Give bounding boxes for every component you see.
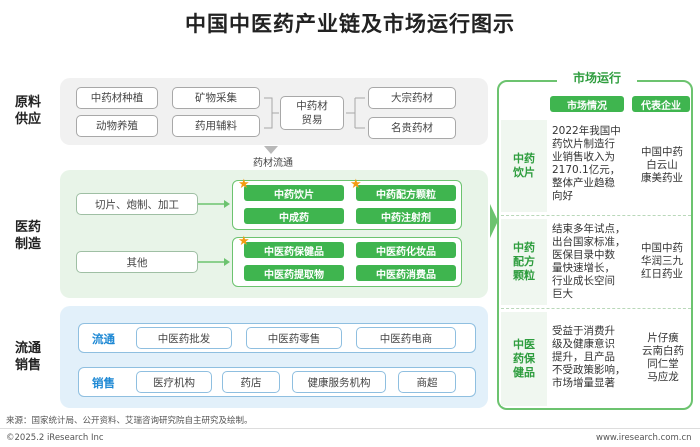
market-row-bg bbox=[501, 312, 547, 406]
category-health-supplements: 中医 药保 健品 bbox=[513, 338, 535, 379]
market-row-bg bbox=[501, 120, 547, 212]
category-decoction-pieces: 中药 饮片 bbox=[513, 152, 535, 179]
page-title: 中国中医药产业链及市场运行图示 bbox=[185, 12, 515, 36]
situation-decoction-pieces: 2022年我国中 药饮片制造行 业销售收入为 2170.1亿元， 整体产业趋稳 … bbox=[552, 125, 621, 202]
row-divider bbox=[501, 215, 691, 216]
product-tcm-formula-granules: 中药配方颗粒 bbox=[356, 185, 456, 201]
mfg-arrows bbox=[198, 200, 230, 266]
raw-item-bulk-herbs: 大宗药材 bbox=[368, 87, 456, 109]
other-box: 其他 bbox=[76, 251, 198, 273]
channel-pharmacy: 药店 bbox=[222, 371, 280, 393]
row-label-raw-supply: 原料 供应 bbox=[14, 95, 41, 127]
market-row-bg bbox=[501, 219, 547, 305]
circulation-label: 流通 bbox=[92, 332, 115, 346]
situation-health-supplements: 受益于消费升 级及健康意识 提升，且产品 不受政策影响， 市场增量显著 bbox=[552, 325, 626, 389]
channel-tcm-ecommerce: 中医药电商 bbox=[356, 327, 456, 349]
product-tcm-health-supplements: 中医药保健品 bbox=[244, 242, 344, 258]
star-icon: ★ bbox=[238, 234, 250, 249]
raw-item-mineral-collection: 矿物采集 bbox=[172, 87, 260, 109]
channel-tcm-wholesale: 中医药批发 bbox=[136, 327, 232, 349]
companies-formula-granules: 中国中药 华润三九 红日药业 bbox=[641, 242, 683, 280]
product-chinese-patent-medicine: 中成药 bbox=[244, 208, 344, 224]
situation-formula-granules: 结束多年试点， 出台国家标准， 医保目录中数 量快速增长， 行业成长空间 巨大 bbox=[552, 223, 626, 300]
star-icon: ★ bbox=[238, 177, 250, 192]
raw-item-precious-herbs: 名贵药材 bbox=[368, 117, 456, 139]
website-link[interactable]: www.iresearch.com.cn bbox=[596, 433, 692, 443]
left-bracket bbox=[264, 97, 279, 129]
channel-medical-institutions: 医疗机构 bbox=[136, 371, 212, 393]
copyright: ©2025.2 iResearch Inc bbox=[6, 433, 104, 443]
channel-health-services: 健康服务机构 bbox=[292, 371, 386, 393]
footer-divider bbox=[0, 428, 700, 429]
channel-supermarket: 商超 bbox=[398, 371, 456, 393]
right-bracket bbox=[346, 97, 365, 129]
processing-box: 切片、炮制、加工 bbox=[76, 193, 198, 215]
herb-trade-box: 中药材 贸易 bbox=[280, 96, 344, 130]
companies-health-supplements: 片仔癀 云南白药 同仁堂 马应龙 bbox=[642, 332, 684, 383]
raw-item-animal-breeding: 动物养殖 bbox=[76, 115, 158, 137]
header-representative-companies: 代表企业 bbox=[632, 96, 690, 112]
raw-item-herb-planting: 中药材种植 bbox=[76, 87, 158, 109]
product-tcm-cosmetics: 中医药化妆品 bbox=[356, 242, 456, 258]
product-tcm-decoction-pieces: 中药饮片 bbox=[244, 185, 344, 201]
flow-arrow-down bbox=[264, 146, 278, 154]
raw-item-excipients: 药用辅料 bbox=[172, 115, 260, 137]
product-tcm-consumer-goods: 中医药消费品 bbox=[356, 265, 456, 281]
category-formula-granules: 中药 配方 颗粒 bbox=[513, 241, 535, 282]
star-icon: ★ bbox=[350, 177, 362, 192]
sales-label: 销售 bbox=[92, 376, 115, 390]
product-tcm-extracts: 中医药提取物 bbox=[244, 265, 344, 281]
market-title: 市场运行 bbox=[557, 69, 637, 87]
row-divider bbox=[501, 308, 691, 309]
companies-decoction-pieces: 中国中药 白云山 康美药业 bbox=[641, 146, 683, 184]
channel-tcm-retail: 中医药零售 bbox=[246, 327, 342, 349]
market-arrow-icon bbox=[490, 204, 498, 238]
source-note: 来源：国家统计局、公开资料、艾瑞咨询研究院自主研究及绘制。 bbox=[6, 416, 253, 426]
row-label-manufacturing: 医药 制造 bbox=[14, 220, 41, 252]
product-tcm-injection: 中药注射剂 bbox=[356, 208, 456, 224]
herb-flow-label: 药材流通 bbox=[253, 158, 293, 169]
row-label-distribution: 流通 销售 bbox=[14, 341, 41, 373]
header-market-situation: 市场情况 bbox=[550, 96, 624, 112]
